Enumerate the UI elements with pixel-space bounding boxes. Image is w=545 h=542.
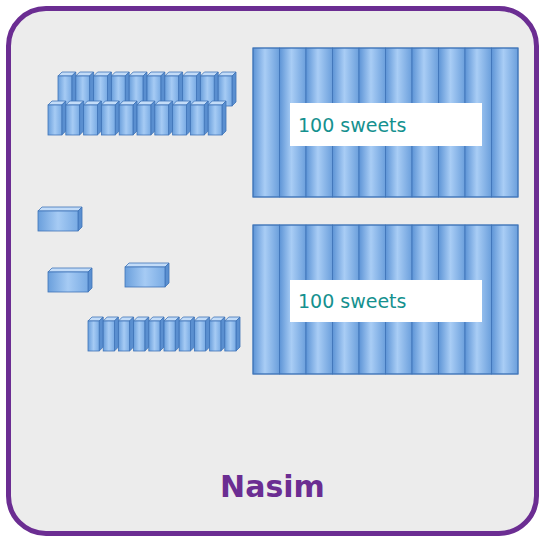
sweet-cube [103, 317, 118, 351]
sweet-cube [208, 101, 226, 135]
cube-side [236, 317, 240, 351]
sweet-blocks [38, 48, 518, 374]
sweet-cube [149, 317, 164, 351]
cube-side [165, 263, 169, 287]
cube-front [190, 105, 204, 135]
cube-side [99, 317, 103, 351]
cube-top [38, 207, 82, 211]
sweet-cube [101, 101, 119, 135]
quantity-label: 100 sweets [290, 103, 482, 146]
sweet-cube [48, 101, 66, 135]
cube-front [179, 321, 190, 351]
cube-front [118, 321, 129, 351]
cube-side [221, 317, 225, 351]
cube-side [62, 101, 66, 135]
label-text: 100 sweets [298, 114, 406, 136]
cube-side [145, 317, 149, 351]
cube-side [222, 101, 226, 135]
sweet-cube [38, 207, 82, 231]
cube-side [151, 101, 155, 135]
cube-front [210, 321, 221, 351]
sweet-cube [173, 101, 191, 135]
cube-front [38, 211, 78, 231]
panel-ground [8, 8, 537, 534]
column-stripe [492, 48, 519, 197]
sweet-cube [194, 317, 209, 351]
cube-side [114, 317, 118, 351]
cube-side [133, 101, 137, 135]
hundred-block [253, 225, 518, 374]
cube-front [66, 105, 80, 135]
cube-front [149, 321, 160, 351]
cube-side [186, 101, 190, 135]
owner-name: Nasim [11, 469, 534, 504]
cube-front [225, 321, 236, 351]
child-panel: Nasim 100 sweets 100 sweets [6, 6, 539, 536]
cube-front [134, 321, 145, 351]
cube-front [88, 321, 99, 351]
sweet-cube [134, 317, 149, 351]
cube-side [115, 101, 119, 135]
cube-side [97, 101, 101, 135]
cube-side [204, 101, 208, 135]
sweet-cube [155, 101, 173, 135]
sweet-cube [118, 317, 133, 351]
cube-front [125, 267, 165, 287]
sweet-cube [66, 101, 84, 135]
cube-top [125, 263, 169, 267]
cube-top [48, 268, 92, 272]
sweet-cube [137, 101, 155, 135]
cube-side [160, 317, 164, 351]
hundred-block [253, 48, 518, 197]
cube-front [103, 321, 114, 351]
label-text: 100 sweets [298, 290, 406, 312]
sweet-cube [164, 317, 179, 351]
cube-side [169, 101, 173, 135]
sweet-cube [84, 101, 102, 135]
sweet-cube [48, 268, 92, 292]
sweet-cube [210, 317, 225, 351]
quantity-label: 100 sweets [290, 280, 482, 322]
cube-front [208, 105, 222, 135]
column-stripe [253, 48, 280, 197]
cube-front [84, 105, 98, 135]
sweet-cube [190, 101, 208, 135]
cube-side [232, 72, 236, 106]
cube-front [48, 272, 88, 292]
sweet-cube [125, 263, 169, 287]
cube-side [206, 317, 210, 351]
cube-side [88, 268, 92, 292]
sweet-cube [225, 317, 240, 351]
column-stripe [492, 225, 519, 374]
sweet-cube [179, 317, 194, 351]
sweet-cube [88, 317, 103, 351]
column-stripe [253, 225, 280, 374]
cube-front [48, 105, 62, 135]
cube-side [78, 207, 82, 231]
cube-side [175, 317, 179, 351]
cube-front [119, 105, 133, 135]
cube-side [80, 101, 84, 135]
cube-front [155, 105, 169, 135]
cube-front [137, 105, 151, 135]
cube-front [173, 105, 187, 135]
cube-front [101, 105, 115, 135]
block-outline [253, 48, 518, 197]
sweet-cube [119, 101, 137, 135]
cube-front [194, 321, 205, 351]
cube-side [130, 317, 134, 351]
block-outline [253, 225, 518, 374]
cube-side [190, 317, 194, 351]
cube-front [164, 321, 175, 351]
